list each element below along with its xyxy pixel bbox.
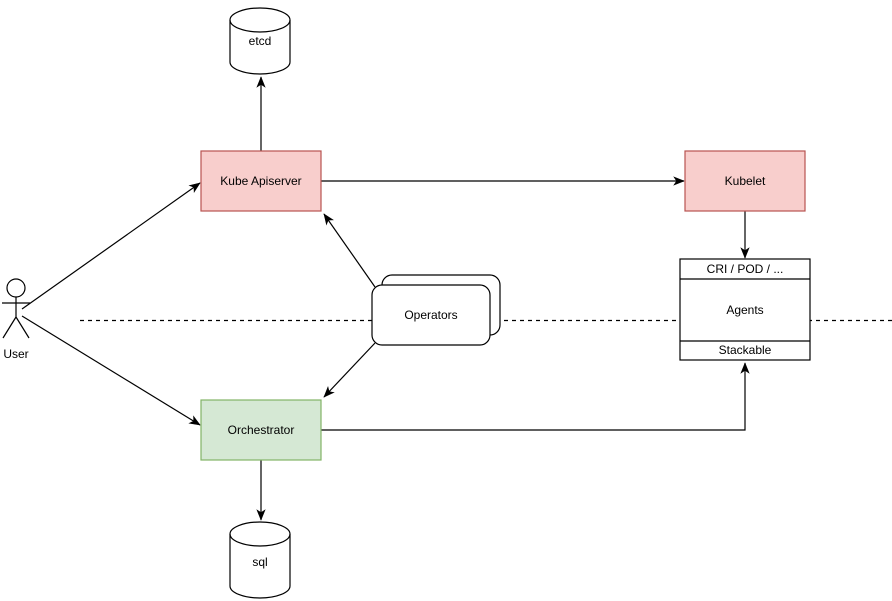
kube-apiserver-box bbox=[200, 150, 322, 212]
node-etcd: etcd bbox=[229, 7, 291, 75]
edge-operators-to-orchestrator bbox=[323, 342, 376, 398]
node-agents-stack: CRI / POD / ... Agents Stackable bbox=[679, 258, 811, 361]
kubelet-label: Kubelet bbox=[725, 174, 766, 188]
edge-orchestrator-to-stackable bbox=[321, 362, 750, 431]
node-orchestrator: Orchestrator bbox=[200, 399, 322, 461]
node-kubelet: Kubelet bbox=[684, 150, 806, 212]
sql-cylinder-rim bbox=[229, 533, 291, 547]
user-actor-body bbox=[2, 297, 30, 339]
kube-apiserver-label: Kube Apiserver bbox=[220, 174, 301, 188]
operators-front-card bbox=[371, 284, 491, 346]
node-kube-apiserver: Kube Apiserver bbox=[200, 150, 322, 212]
sql-cylinder-shape bbox=[229, 521, 291, 599]
edge-user-to-orchestrator bbox=[21, 315, 201, 426]
agents-label: Agents bbox=[726, 303, 763, 317]
orchestrator-label: Orchestrator bbox=[228, 423, 295, 437]
etcd-cylinder-shape bbox=[229, 7, 291, 75]
edge-operators-to-kube-apiserver bbox=[323, 213, 376, 288]
node-user: User bbox=[2, 278, 30, 361]
stackable-label: Stackable bbox=[719, 343, 772, 357]
operators-label: Operators bbox=[404, 308, 457, 322]
cri-pod-label: CRI / POD / ... bbox=[707, 262, 784, 276]
node-operators: Operators bbox=[371, 274, 501, 346]
sql-label: sql bbox=[252, 555, 267, 569]
orchestrator-box bbox=[200, 399, 322, 461]
node-sql: sql bbox=[229, 521, 291, 599]
edge-user-to-kube-apiserver bbox=[21, 182, 201, 310]
kubelet-box bbox=[684, 150, 806, 212]
user-actor-head bbox=[6, 278, 26, 298]
agents-stack-box bbox=[679, 258, 811, 361]
etcd-label: etcd bbox=[249, 34, 272, 48]
etcd-cylinder-rim bbox=[229, 19, 291, 33]
user-label: User bbox=[3, 347, 28, 361]
